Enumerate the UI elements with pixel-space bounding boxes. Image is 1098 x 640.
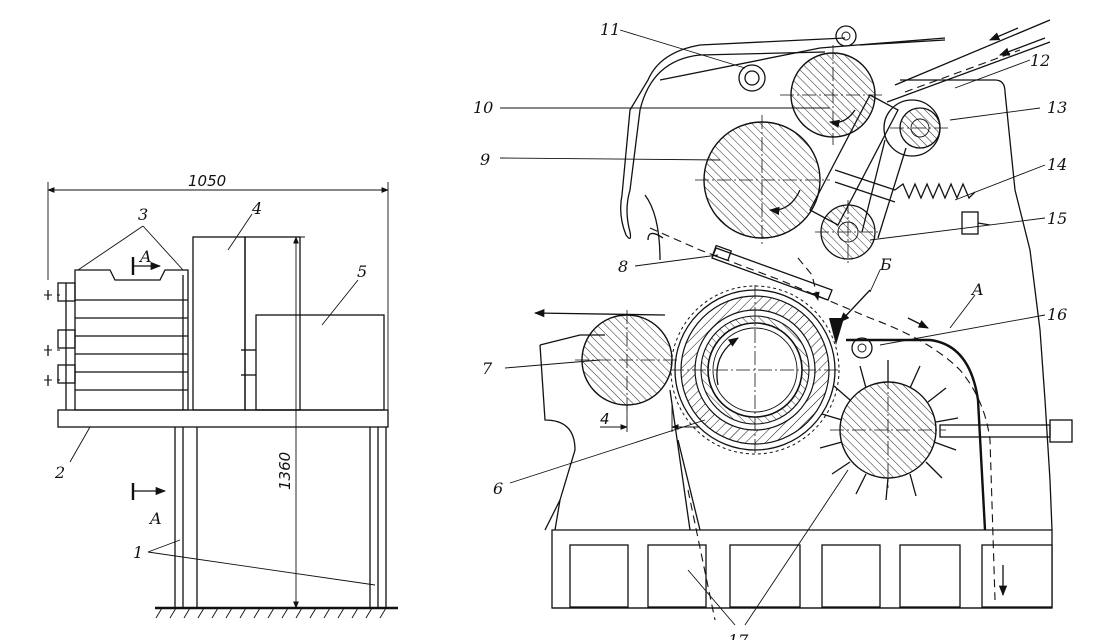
label-1: 1 <box>133 543 143 562</box>
dim-height-label: 1360 <box>276 452 294 490</box>
roller-16 <box>851 337 873 359</box>
left-view: 1050 1360 A A 3 4 <box>44 172 398 619</box>
label-16: 16 <box>1047 305 1067 324</box>
main-drum-6 <box>670 285 840 455</box>
label-a-path: A <box>970 280 984 299</box>
spiked-beater <box>819 360 1073 501</box>
label-b: Б <box>879 255 892 274</box>
label-10: 10 <box>473 98 493 117</box>
label-11: 11 <box>600 20 620 39</box>
label-17: 17 <box>728 631 749 640</box>
dimension-height: 1360 <box>240 236 305 609</box>
label-7: 7 <box>482 359 493 378</box>
label-12: 12 <box>1030 51 1050 70</box>
label-14: 14 <box>1047 155 1067 174</box>
roller-13 <box>883 99 950 157</box>
svg-text:A: A <box>148 509 162 528</box>
label-6: 6 <box>493 479 503 498</box>
guide-plate-8 <box>711 244 833 301</box>
guide-strip <box>846 338 987 531</box>
feed-roller-9 <box>695 115 830 245</box>
section-mark-upper: A <box>131 247 162 275</box>
lower-casing <box>669 389 716 621</box>
leader-lines-left <box>69 213 376 586</box>
main-housing <box>192 236 301 411</box>
right-view: 4 <box>473 19 1073 640</box>
label-4: 4 <box>251 199 262 218</box>
label-13: 13 <box>1047 98 1067 117</box>
svg-text:A: A <box>138 247 152 266</box>
dim-width-label: 1050 <box>188 172 226 190</box>
infeed-chute <box>659 19 1051 103</box>
label-2: 2 <box>54 463 65 482</box>
pressure-lever <box>809 94 907 239</box>
section-mark-lower: A <box>131 483 167 528</box>
feed-roller-10 <box>780 45 885 145</box>
base-plate <box>57 409 389 428</box>
ground-line <box>155 606 398 619</box>
marker-b <box>829 289 871 345</box>
material-path <box>649 227 1008 601</box>
label-15: 15 <box>1047 209 1067 228</box>
support-frame <box>174 427 387 608</box>
spring-14 <box>894 182 991 235</box>
roller-7: 4 <box>533 308 700 432</box>
machine-base <box>551 529 1053 609</box>
machine-casing <box>539 37 1053 531</box>
roller-15 <box>815 200 880 265</box>
motor-unit <box>255 314 385 411</box>
leader-lines-right <box>499 29 1046 626</box>
label-9: 9 <box>480 150 490 169</box>
dim-gap-label: 4 <box>600 410 610 428</box>
label-3: 3 <box>138 205 148 224</box>
dimension-width: 1050 <box>47 172 389 410</box>
guide-roll-top <box>835 25 857 47</box>
label-5: 5 <box>357 262 367 281</box>
bin-stack <box>44 269 189 411</box>
label-8: 8 <box>618 257 628 276</box>
roller-11 <box>738 64 766 92</box>
